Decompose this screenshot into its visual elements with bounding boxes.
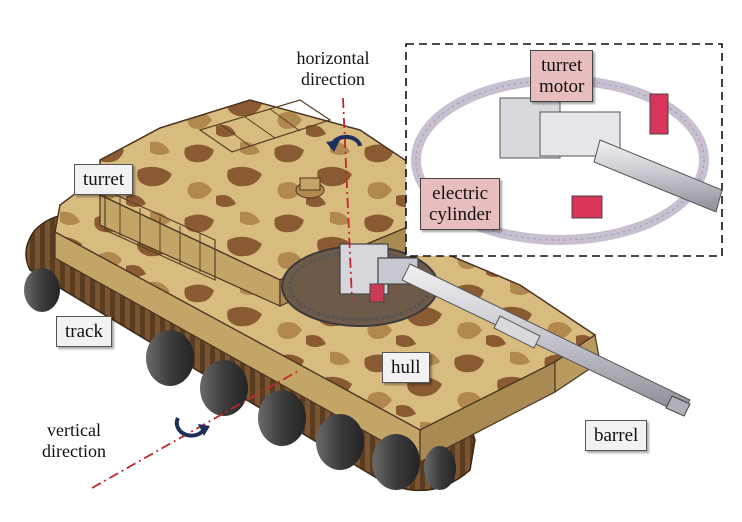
track-label: track (56, 316, 112, 347)
road-wheel (24, 268, 60, 312)
gun-mechanism (339, 243, 419, 303)
road-wheel (258, 390, 306, 446)
electric-cylinder-line2: cylinder (429, 204, 492, 225)
road-wheel (200, 360, 248, 416)
road-wheels (24, 268, 456, 490)
turret-motor-label: turret motor (530, 50, 594, 102)
horizontal-direction-line2: direction (301, 69, 365, 89)
road-wheel (316, 414, 364, 470)
road-wheel (372, 434, 420, 490)
rotation-arrow-icon (326, 134, 362, 152)
turret-motor-line2: motor (539, 76, 585, 97)
rotation-arrow-icon (174, 417, 210, 438)
label-layer: turret track hull barrel electric cylind… (14, 48, 648, 462)
horizontal-direction-label: horizontal direction (268, 48, 398, 90)
inset-red-part (649, 93, 669, 135)
rotation-axes (91, 97, 362, 489)
road-wheel (146, 330, 194, 386)
electric-cylinder-label: electric cylinder (420, 178, 501, 230)
turret-label: turret (74, 164, 134, 195)
gun-barrel (401, 263, 691, 417)
barrel-label: barrel (585, 420, 648, 451)
vertical-direction-line1: vertical (47, 420, 101, 440)
hull-label: hull (382, 352, 430, 383)
turret-motor-line1: turret (541, 55, 583, 76)
horizontal-direction-line1: horizontal (296, 48, 370, 68)
electric-cylinder-line1: electric (432, 183, 489, 204)
inset-red-part (571, 195, 603, 219)
road-wheel (424, 446, 456, 490)
horizontal-axis-line (342, 97, 353, 301)
vertical-direction-label: vertical direction (14, 420, 134, 462)
vertical-direction-line2: direction (42, 441, 106, 461)
